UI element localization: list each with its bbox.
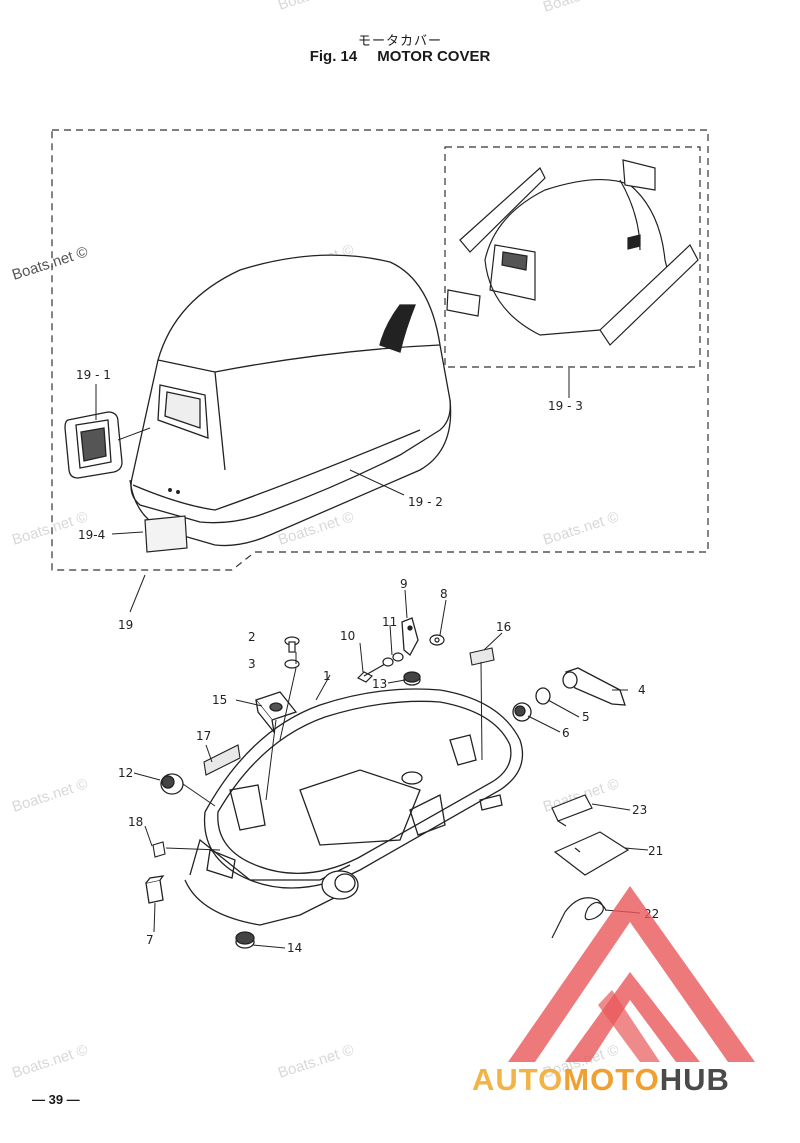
- part-label: 15: [212, 693, 227, 707]
- figure-title: Fig. 14 MOTOR COVER: [0, 48, 800, 65]
- title-japanese: モータカバー: [357, 34, 442, 49]
- part-label: 5: [582, 710, 590, 724]
- logo-text-hub: HUB: [659, 1062, 730, 1097]
- part-label: 10: [340, 629, 355, 643]
- figure-number: Fig. 14: [309, 48, 358, 65]
- part-label: 12: [118, 766, 133, 780]
- automotohub-logo: AUTOMOTOHUB: [472, 1062, 730, 1098]
- part-label: 2: [248, 630, 256, 644]
- watermark: Boats.net ©: [276, 0, 356, 14]
- logo-text-auto: AUTO: [472, 1062, 564, 1097]
- part-label-18: [152, 841, 166, 858]
- part-label: 6: [562, 726, 570, 740]
- part-label: 16: [496, 620, 511, 634]
- part-label: 7: [146, 933, 154, 947]
- part-label: 13: [372, 677, 387, 691]
- part-label: 19 - 2: [408, 495, 443, 509]
- part-label-17: [203, 744, 241, 776]
- part-label: 17: [196, 729, 211, 743]
- part-label: 18: [128, 815, 143, 829]
- part-grommet-13: [403, 671, 421, 686]
- logo-text-moto: MOTO: [563, 1062, 660, 1097]
- part-plate-8: [429, 634, 445, 646]
- part-grommet-12: [160, 773, 184, 795]
- watermark: Boats.net ©: [276, 1041, 356, 1081]
- assembly-group-outline: [51, 129, 709, 571]
- part-label: 8: [440, 587, 448, 601]
- leader-lines: [95, 368, 649, 949]
- top-cowling: [129, 254, 452, 547]
- vent-grille: [64, 411, 123, 479]
- part-wire-22: [551, 897, 607, 939]
- part-label: 1: [323, 669, 331, 683]
- watermark: Boats.net ©: [541, 508, 621, 548]
- part-label: 21: [648, 844, 663, 858]
- part-bushing-6: [512, 702, 532, 722]
- part-label: 4: [638, 683, 646, 697]
- page-number: — 39 —: [32, 1092, 80, 1107]
- part-bracket-9: [401, 617, 419, 657]
- part-label: 14: [287, 941, 302, 955]
- part-label-16: [469, 647, 495, 666]
- part-label: 11: [382, 615, 397, 629]
- watermark: Boats.net ©: [541, 0, 621, 16]
- part-washer-5: [535, 687, 551, 705]
- decal-set: [446, 159, 699, 346]
- part-washer-11b: [392, 652, 404, 662]
- watermark: Boats.net ©: [10, 1041, 90, 1081]
- part-lever-4: [562, 667, 626, 706]
- part-grommet-14: [235, 931, 255, 949]
- logo-triangle-mark: [508, 886, 755, 1062]
- part-label: 19-4: [78, 528, 105, 542]
- part-washer-3: [284, 659, 300, 669]
- watermark: Boats.net ©: [10, 775, 90, 815]
- part-label: 19: [118, 618, 133, 632]
- bottom-cowling: [184, 688, 524, 926]
- part-clip-7: [145, 875, 165, 904]
- part-label: 19 - 3: [548, 399, 583, 413]
- part-clip-23: [551, 794, 593, 827]
- part-label: 23: [632, 803, 647, 817]
- part-screw-2: [284, 636, 300, 653]
- part-grommet-15: [254, 691, 298, 735]
- figure-name: MOTOR COVER: [377, 48, 491, 65]
- part-bolt-10: [356, 663, 386, 683]
- part-bag-21: [553, 831, 630, 876]
- part-washer-11a: [382, 657, 394, 667]
- label-plate: [144, 515, 188, 553]
- decal-group-outline: [444, 146, 701, 368]
- part-label: 19 - 1: [76, 368, 111, 382]
- part-label: 9: [400, 577, 408, 591]
- part-label: 3: [248, 657, 256, 671]
- watermark: Boats.net ©: [10, 243, 90, 283]
